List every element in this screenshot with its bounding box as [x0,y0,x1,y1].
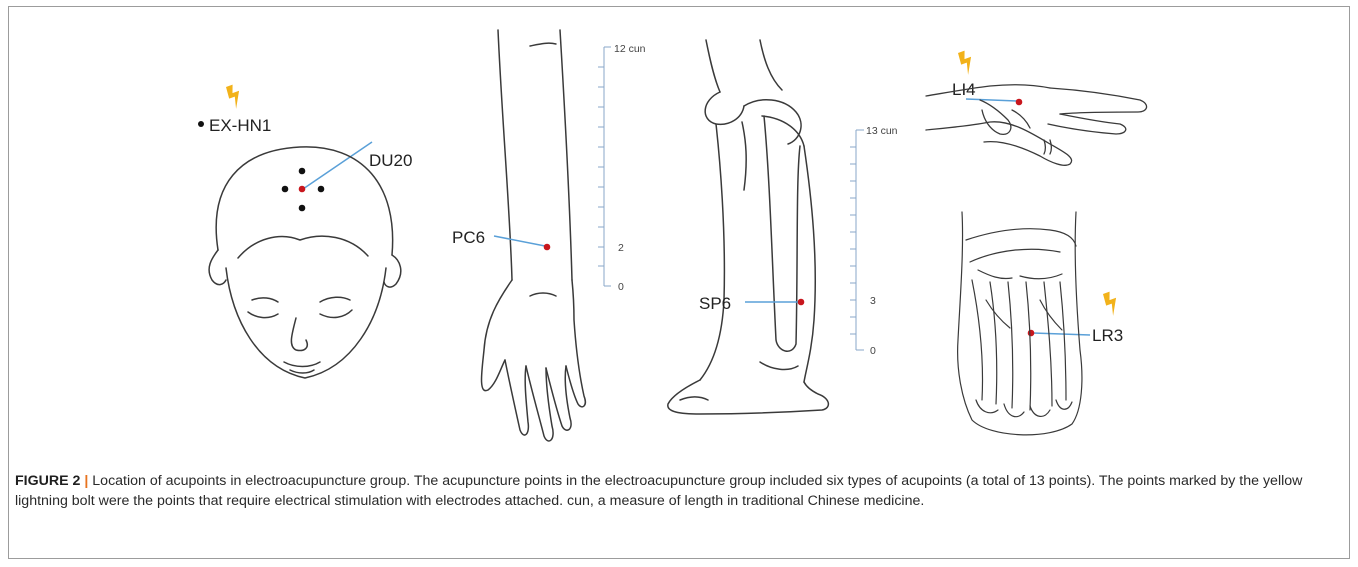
figure-caption-text: Location of acupoints in electroacupunct… [15,473,1302,509]
arm-panel: PC6 12 cun 2 0 [452,30,646,441]
pc6-point [544,244,551,251]
lr3-leader-line [1033,333,1090,335]
lightning-bolt-icon [1102,290,1121,317]
arm-ruler-zero-label: 0 [618,281,624,293]
head-panel: EX-HN1 DU20 [198,83,412,378]
arm-ruler [598,47,611,286]
sp6-point [798,299,805,306]
du20-label: DU20 [369,151,412,170]
leg-ruler-mark-label: 3 [870,295,876,307]
leg-panel: SP6 13 cun 3 0 [668,40,898,414]
figure-label-separator: | [80,473,92,489]
arm-ruler-mark-label: 2 [618,242,624,254]
figure-caption: FIGURE 2 | Location of acupoints in elec… [15,472,1340,511]
hand-panel: LI4 [926,49,1147,165]
leg-ruler-top-label: 13 cun [866,125,898,137]
lr3-point [1028,330,1035,337]
lr3-label: LR3 [1092,326,1123,345]
leg-ruler-zero-label: 0 [870,345,876,357]
arm-ruler-top-label: 12 cun [614,43,646,55]
lightning-bolt-icon [957,49,976,76]
ex-hn1-label: EX-HN1 [209,116,271,135]
pc6-leader-line [494,236,545,246]
foot-drawing [958,212,1082,435]
arm-drawing [482,30,586,441]
du20-point [299,186,306,193]
lightning-bolt-icon [225,83,244,110]
leg-ruler [850,130,864,350]
li4-leader-line [966,99,1017,101]
du20-leader-line [303,142,372,189]
leg-drawing [668,40,829,414]
figure-label: FIGURE 2 [15,473,80,489]
sp6-label: SP6 [699,294,731,313]
head-drawing [209,147,401,378]
foot-panel: LR3 [958,212,1124,435]
acupoint-illustration: EX-HN1 DU20 [0,0,1358,470]
head-points [282,168,325,212]
li4-point [1016,99,1023,106]
ex-hn1-legend-dot [198,121,204,127]
pc6-label: PC6 [452,228,485,247]
